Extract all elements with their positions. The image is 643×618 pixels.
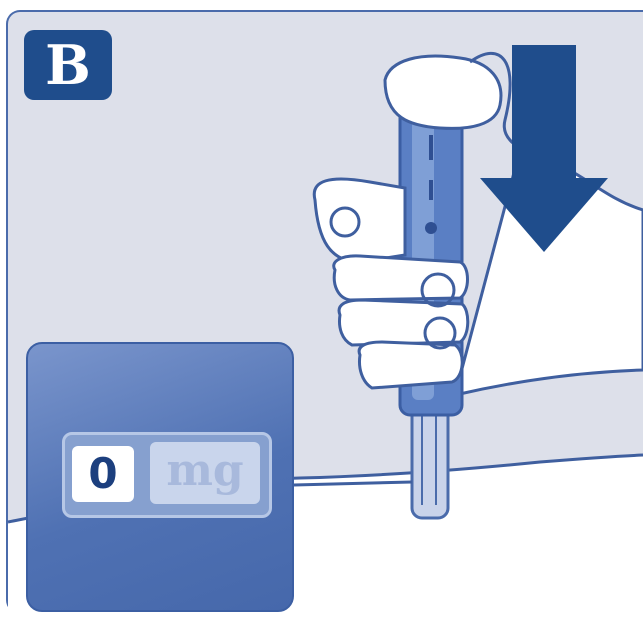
thumb xyxy=(385,56,501,128)
dose-value: 0 xyxy=(72,446,134,502)
dose-unit: mg xyxy=(150,442,260,504)
needle xyxy=(412,400,448,518)
step-badge: B xyxy=(24,30,112,100)
